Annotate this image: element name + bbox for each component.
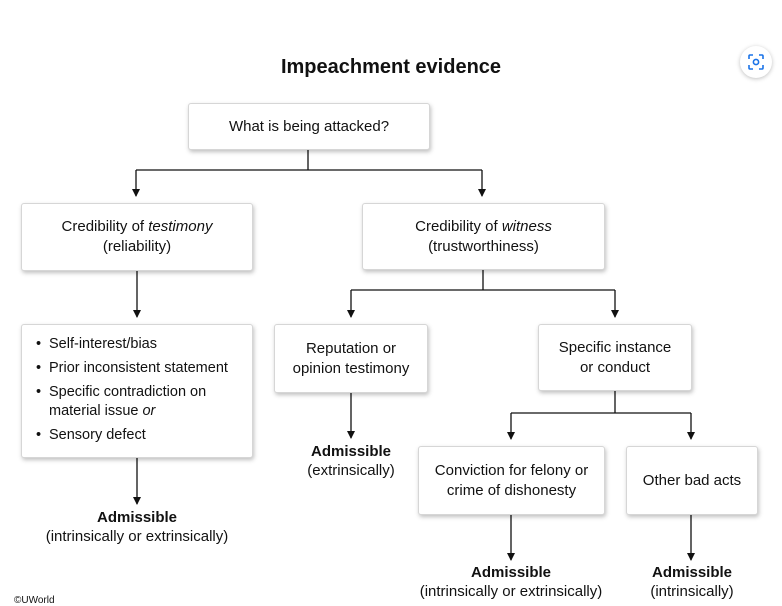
specific-line2: or conduct — [579, 358, 651, 376]
list-item-line1: Specific contradiction on — [49, 384, 207, 400]
other-bad-acts-box: Other bad acts — [626, 446, 758, 515]
copyright-footer: ©UWorld — [14, 595, 55, 606]
credibility-testimony-emph: testimony — [148, 218, 213, 235]
list-item: Sensory defect — [36, 426, 228, 445]
conviction-line1: Conviction for felony or — [434, 461, 589, 479]
result-conviction-sub: (intrinsically or extrinsically) — [419, 583, 603, 600]
credibility-witness-label: Credibility of witness — [415, 217, 552, 237]
testimony-grounds-list-box: Self-interest/bias Prior inconsistent st… — [21, 324, 253, 458]
scan-icon-glyph — [748, 54, 764, 70]
list-item-emph: or — [142, 403, 156, 419]
screenshot-scan-icon[interactable] — [740, 46, 772, 78]
result-reputation-label: Admissible — [310, 443, 392, 460]
other-bad-acts-text: Other bad acts — [642, 471, 742, 489]
list-item: Self-interest/bias — [36, 335, 228, 354]
reputation-opinion-box: Reputation or opinion testimony — [274, 324, 428, 393]
conviction-box: Conviction for felony or crime of dishon… — [418, 446, 605, 515]
result-other-acts-label: Admissible — [651, 564, 733, 581]
root-question-box: What is being attacked? — [188, 103, 430, 150]
credibility-witness-box: Credibility of witness (trustworthiness) — [362, 203, 605, 270]
credibility-testimony-sub: (reliability) — [102, 238, 172, 255]
result-testimony-sub: (intrinsically or extrinsically) — [45, 528, 229, 545]
list-item-line2: material issue — [49, 403, 143, 419]
result-testimony-label: Admissible — [96, 509, 178, 526]
diagram-title: Impeachment evidence — [280, 56, 502, 78]
reputation-line2: opinion testimony — [292, 359, 410, 377]
result-conviction-label: Admissible — [470, 564, 552, 581]
reputation-line1: Reputation or — [305, 339, 397, 357]
specific-instance-box: Specific instance or conduct — [538, 324, 692, 391]
credibility-testimony-prefix: Credibility of — [61, 218, 149, 235]
result-reputation: Admissible (extrinsically) — [286, 442, 416, 480]
result-reputation-sub: (extrinsically) — [307, 462, 395, 479]
result-testimony: Admissible (intrinsically or extrinsical… — [22, 508, 252, 546]
specific-line1: Specific instance — [558, 338, 672, 356]
list-item: Prior inconsistent statement — [36, 359, 228, 378]
conviction-line2: crime of dishonesty — [446, 481, 577, 499]
credibility-witness-sub: (trustworthiness) — [428, 237, 539, 255]
root-question-text: What is being attacked? — [228, 117, 390, 135]
result-other-acts: Admissible (intrinsically) — [630, 563, 754, 601]
result-conviction: Admissible (intrinsically or extrinsical… — [400, 563, 622, 601]
credibility-testimony-label: Credibility of testimony — [62, 217, 213, 237]
testimony-grounds-list: Self-interest/bias Prior inconsistent st… — [36, 335, 228, 450]
credibility-witness-prefix: Credibility of — [415, 217, 502, 235]
credibility-testimony-box: Credibility of testimony (reliability) — [21, 203, 253, 271]
result-other-acts-sub: (intrinsically) — [650, 583, 734, 600]
credibility-witness-emph: witness — [501, 217, 552, 235]
